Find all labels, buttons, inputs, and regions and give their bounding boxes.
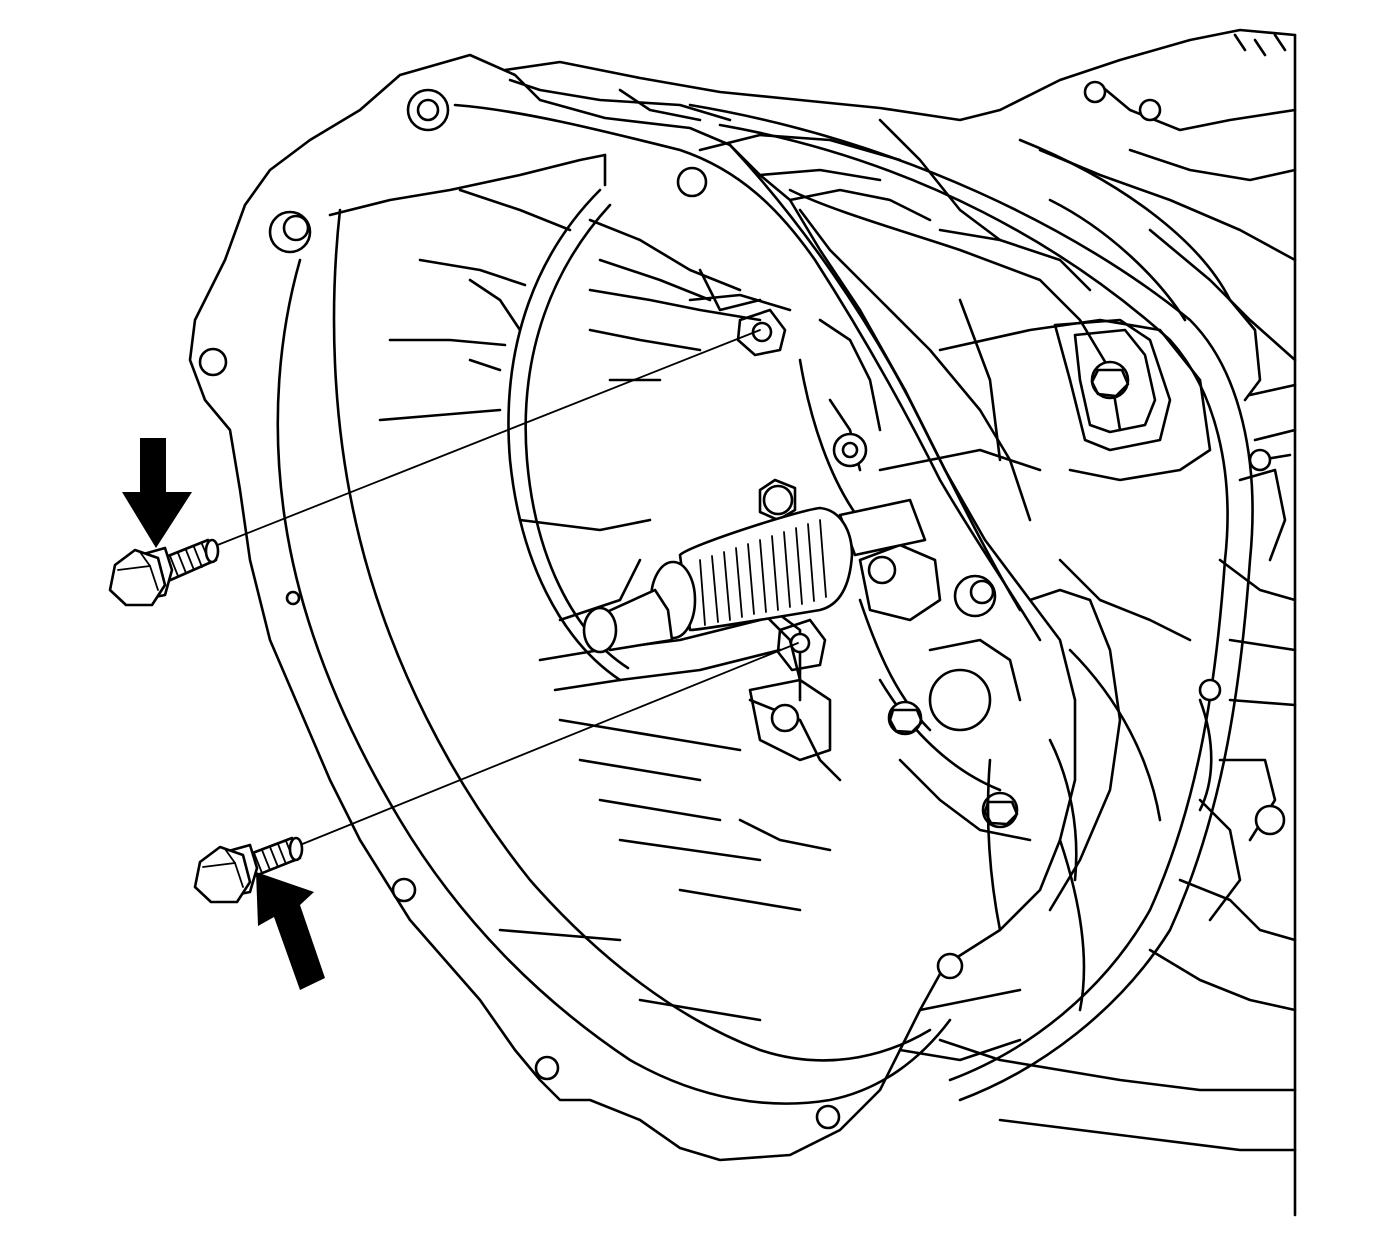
bolt-upper [108, 538, 220, 607]
guide-lines [209, 329, 799, 846]
bolt-lower [193, 836, 304, 904]
input-shaft [582, 498, 927, 654]
arrow-down-icon [122, 438, 192, 548]
case-internals [788, 118, 1213, 882]
rear-flange-ring [688, 103, 1254, 1102]
bolt-bosses [736, 308, 832, 762]
flange-holes [198, 80, 1286, 1130]
transmission-case [503, 28, 1297, 1217]
arrow-up-left-icon [256, 872, 325, 990]
